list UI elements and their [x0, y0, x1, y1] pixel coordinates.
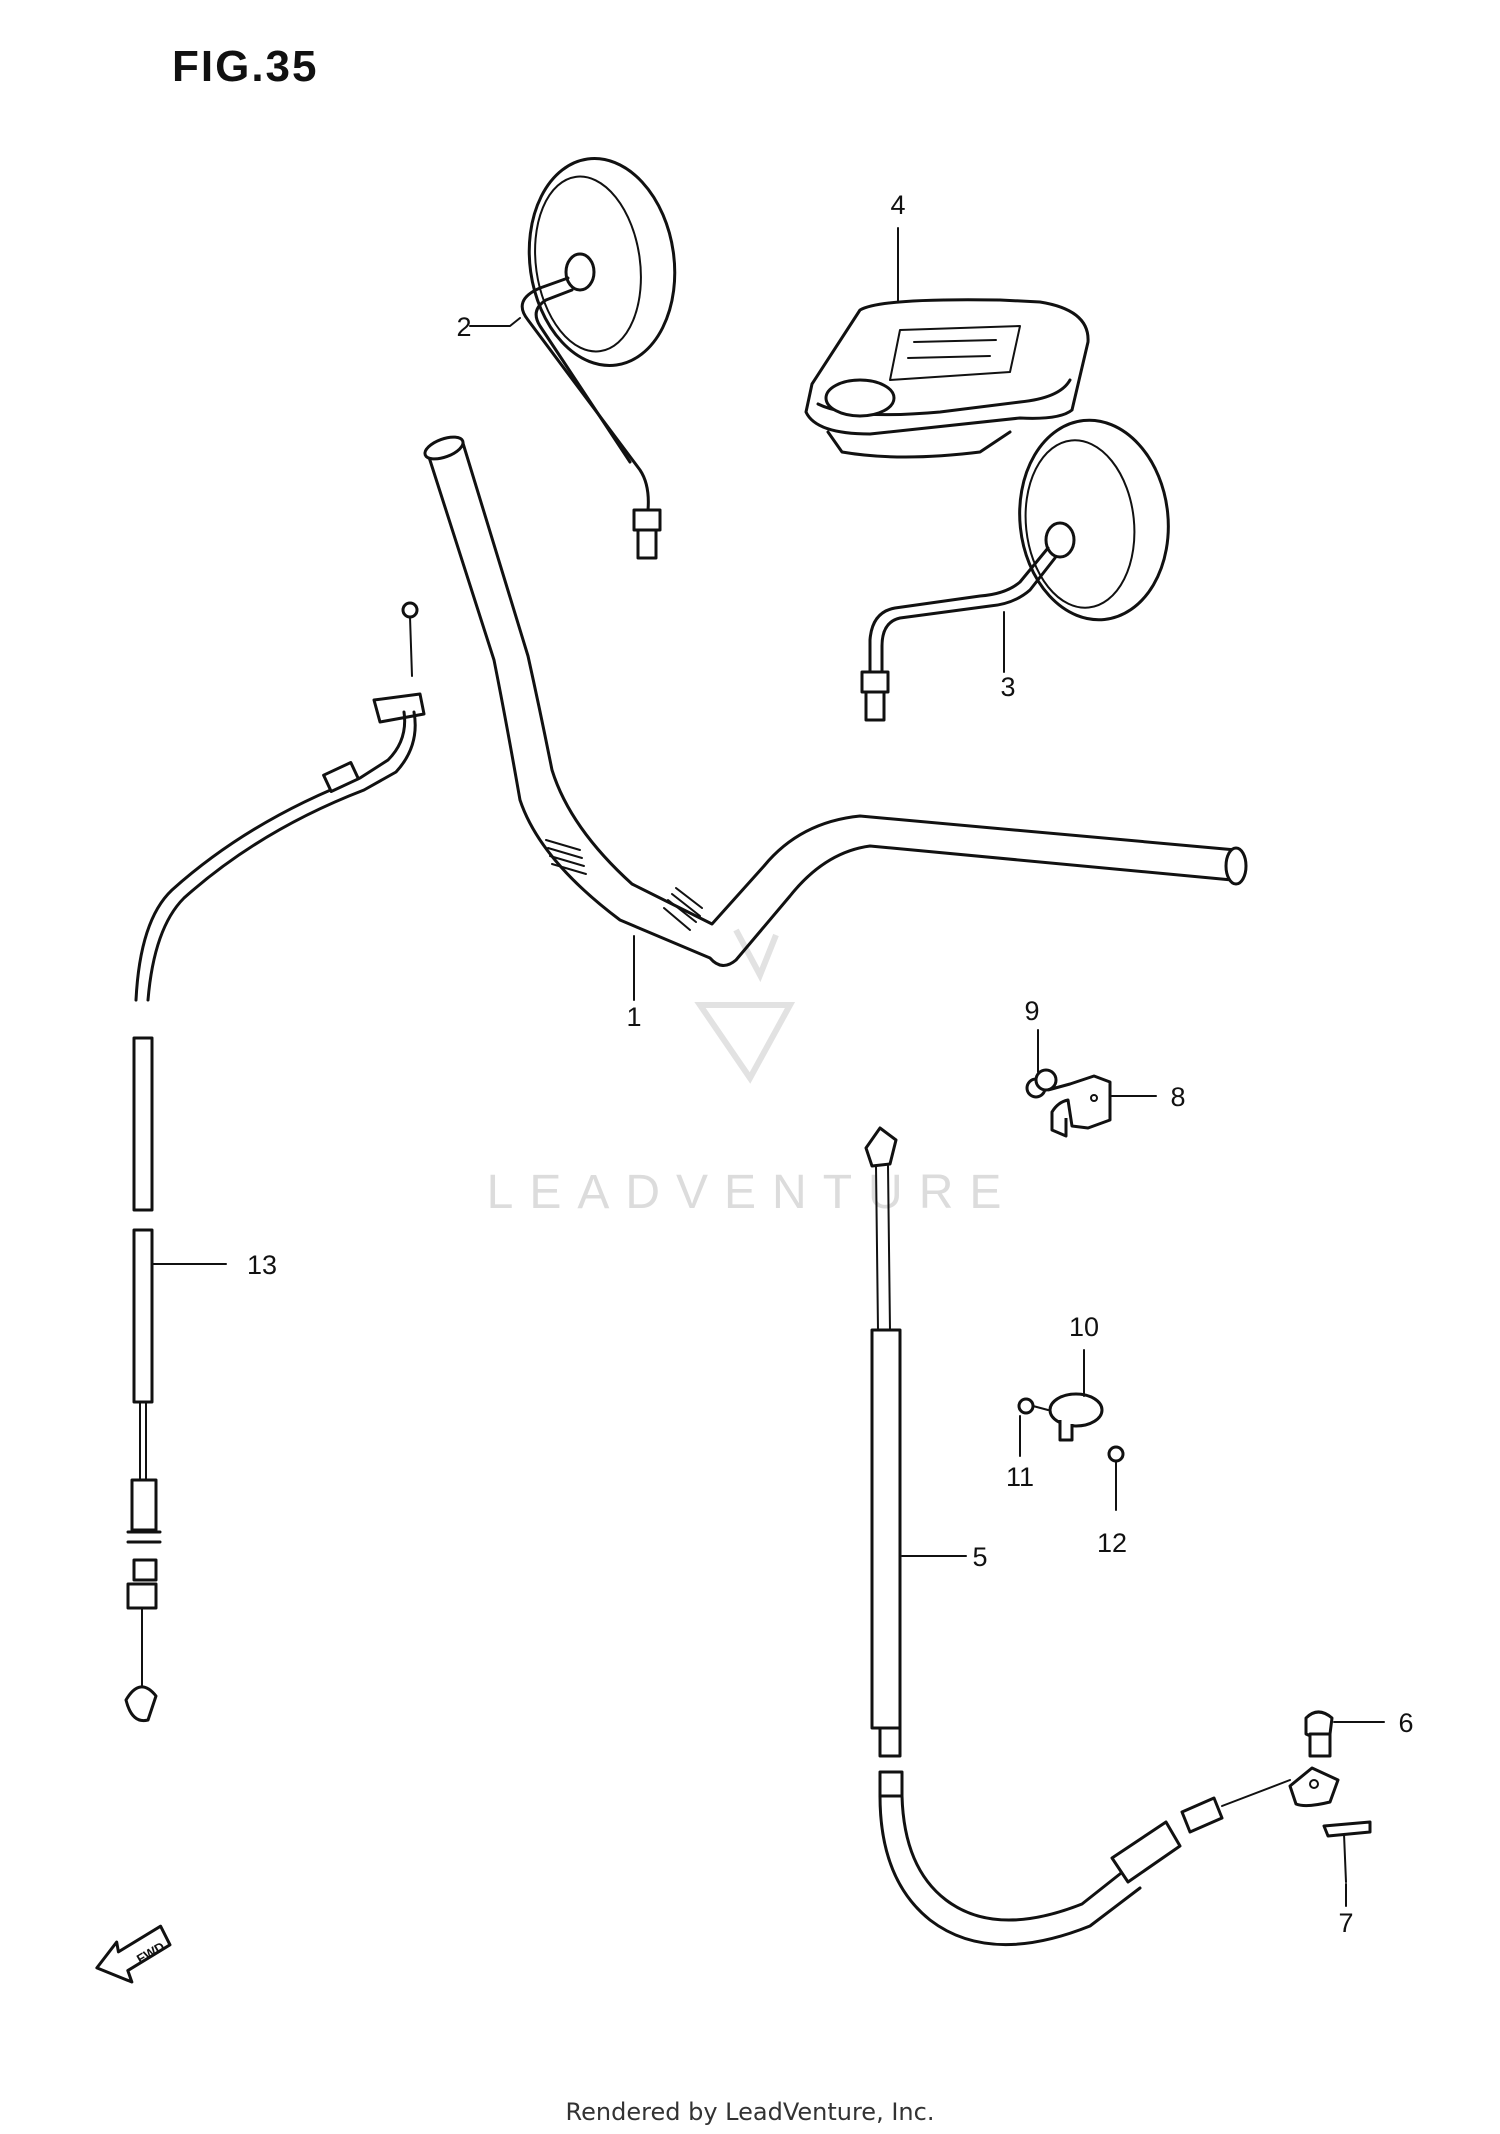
part-6-bolt — [1304, 1710, 1334, 1758]
callout-11: 11 — [1006, 1462, 1034, 1492]
part-12-nut — [1107, 1445, 1125, 1463]
part-1-handlebar — [423, 435, 1248, 967]
callout-labels: 1 2 3 4 5 6 7 8 9 10 11 12 13 — [247, 190, 1414, 1938]
leader-2 — [469, 317, 521, 327]
part-cable-end — [1288, 1766, 1340, 1808]
callout-6: 6 — [1398, 1708, 1413, 1738]
part-3-right-mirror — [860, 418, 1170, 722]
callout-5: 5 — [972, 1542, 987, 1572]
footer-credit: Rendered by LeadVenture, Inc. — [565, 2098, 935, 2126]
part-7-pin — [1322, 1820, 1372, 1883]
watermark-flame-icon — [733, 928, 779, 983]
callout-2: 2 — [456, 312, 471, 342]
part-13-clutch-cable — [124, 601, 426, 1723]
watermark-text: LEADVENTURE — [487, 1166, 1018, 1219]
watermark: LEADVENTURE — [487, 928, 1018, 1219]
figure-title: FIG.35 — [172, 42, 319, 91]
callout-12: 12 — [1097, 1528, 1127, 1558]
part-9-screw — [1025, 1068, 1058, 1099]
fwd-direction-arrow: FWD — [95, 1924, 172, 1984]
callout-1: 1 — [626, 1002, 641, 1032]
part-8-clamp — [1047, 1074, 1112, 1138]
part-5-throttle-cable — [864, 1126, 1291, 1946]
callout-7: 7 — [1338, 1908, 1353, 1938]
part-4-handlebar-cover — [804, 298, 1090, 459]
callout-8: 8 — [1170, 1082, 1185, 1112]
leader-lines — [151, 227, 1385, 1907]
callout-3: 3 — [1000, 672, 1015, 702]
part-2-left-mirror — [520, 157, 677, 560]
callout-10: 10 — [1069, 1312, 1099, 1342]
callout-13: 13 — [247, 1250, 277, 1280]
part-10-clamp-ring — [1048, 1392, 1104, 1442]
watermark-v-icon — [694, 1002, 796, 1084]
callout-4: 4 — [890, 190, 905, 220]
part-11-screw — [1017, 1397, 1049, 1415]
callout-9: 9 — [1024, 996, 1039, 1026]
